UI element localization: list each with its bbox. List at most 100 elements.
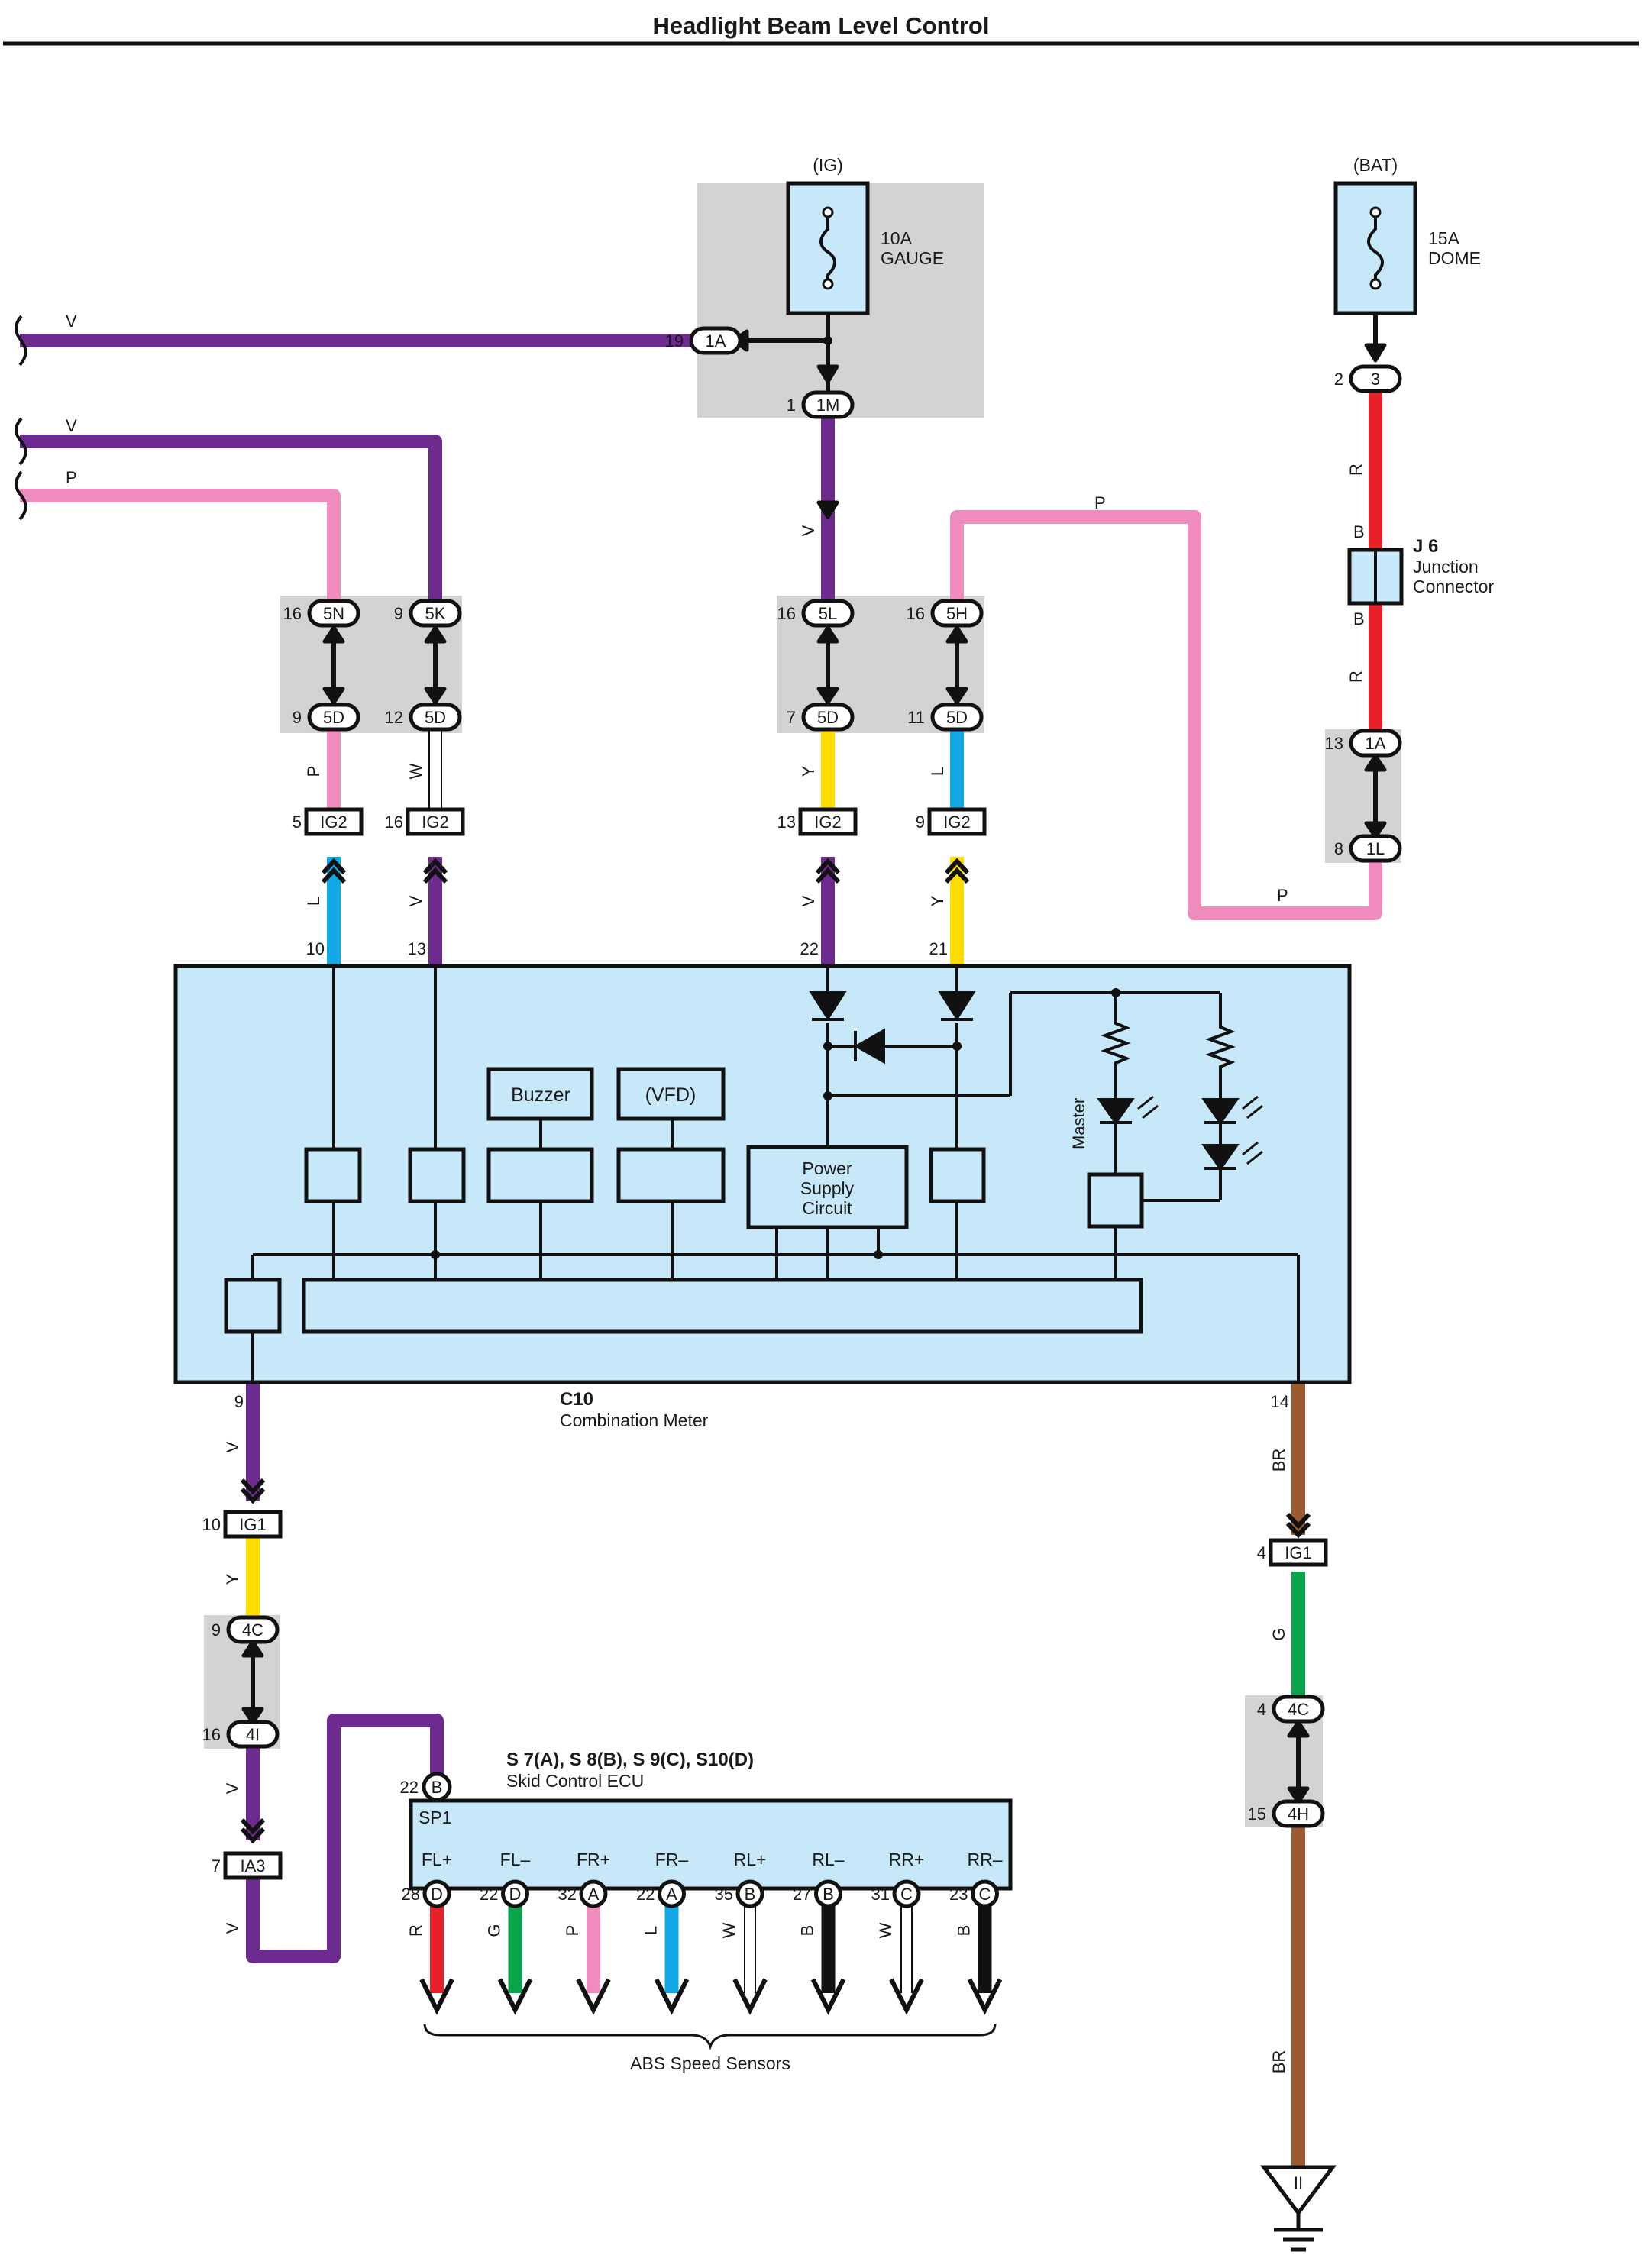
ecu-pin-connector: C: [979, 1885, 991, 1904]
connector-id: 5K: [425, 604, 446, 623]
c10-id: C10: [560, 1389, 593, 1410]
fuse-dome-body: [1333, 181, 1417, 315]
fuse-gauge: [786, 181, 870, 345]
vfd-label: (VFD): [645, 1084, 697, 1106]
connector-id: 5L: [819, 604, 837, 623]
connector-id: 4C: [1288, 1700, 1309, 1719]
ground-symbol: [1260, 2165, 1337, 2252]
meter-pin-14: 14: [1271, 1392, 1289, 1411]
fuse-gauge-name: GAUGE: [881, 248, 944, 268]
wire-break-marks: [15, 315, 27, 521]
wire-label-b-2: B: [1353, 609, 1365, 628]
wire-v-ia3-loop: [246, 1714, 444, 1963]
connector-pin: 13: [777, 813, 796, 832]
ecu-name: Skid Control ECU: [506, 1771, 644, 1791]
ecu-terminal-name: FL+: [422, 1850, 452, 1869]
psu-line1: Power: [802, 1158, 852, 1178]
connector-pin: 16: [385, 813, 403, 832]
ecu-pin-shape: [422, 1879, 451, 1908]
wire-label-r-1: R: [1346, 464, 1366, 476]
ecu-terminal-name: RL+: [734, 1850, 767, 1869]
vfd-block: [616, 1067, 726, 1121]
chevrons: [240, 858, 1311, 1844]
junction-connector-j6: [1347, 548, 1404, 606]
connector-id: 4C: [242, 1620, 263, 1640]
wire-p-5n: [20, 489, 341, 603]
ecu-pin-connector: C: [900, 1885, 913, 1904]
meter-pin-21: 21: [929, 939, 948, 958]
connector-pin: 16: [777, 604, 796, 623]
wire-label-br-1: BR: [1269, 1449, 1288, 1472]
connector-id: 1A: [1366, 734, 1386, 753]
wire-label-r-2: R: [1346, 670, 1366, 683]
static-labels: (IG) (BAT) 10A GAUGE 15A DOME J 6 Juncti…: [66, 155, 1494, 2073]
wire-label-g-1: G: [1269, 1627, 1288, 1640]
sensor-arrow: [576, 1978, 611, 2015]
connector-id: IG1: [1285, 1543, 1311, 1562]
ecu-body: [409, 1798, 1013, 1891]
connector-id: 1M: [816, 396, 840, 415]
connector-c-sp1-b: B22: [400, 1772, 452, 1802]
diagram-title: Headlight Beam Level Control: [653, 12, 990, 39]
connector-pin: 16: [283, 604, 302, 623]
ecu-terminal-name: RL–: [812, 1850, 844, 1869]
combination-meter-c10: [173, 964, 1352, 1384]
connector-id: IG2: [943, 813, 970, 832]
connector-id: 5N: [323, 604, 344, 623]
buzzer-label: Buzzer: [511, 1084, 570, 1106]
fuse-dome-amp: 15A: [1428, 228, 1460, 248]
skid-control-ecu: [409, 1798, 1013, 1891]
fuse-dome: [1333, 181, 1417, 315]
connector-pin: 10: [202, 1515, 221, 1534]
wire-label-p-top: P: [1094, 493, 1106, 512]
wire-label-p-1: P: [66, 468, 77, 487]
wire-label-v-2: V: [66, 416, 77, 435]
meter-resistors: [1101, 1016, 1236, 1073]
connector-id: 4I: [246, 1725, 260, 1744]
connector-pin: 11: [907, 708, 925, 727]
j6-line2: Connector: [1413, 577, 1494, 596]
ecu-wire-color: R: [406, 1924, 425, 1937]
connector-pin: 2: [1334, 370, 1343, 389]
sensor-arrow: [810, 1978, 846, 2015]
ecu-terminal-name: RR–: [967, 1850, 1002, 1869]
ecu-pin-shape: [735, 1879, 764, 1908]
connector-pin: 16: [907, 604, 925, 623]
ground-label: II: [1294, 2173, 1303, 2192]
meter-pin-22: 22: [800, 939, 819, 958]
connector-id: 5D: [817, 708, 839, 727]
fuse-dome-name: DOME: [1428, 248, 1481, 268]
connector-id: 4H: [1288, 1804, 1309, 1824]
sp1-label: SP1: [419, 1808, 451, 1827]
ecu-pin-connector: D: [431, 1885, 443, 1904]
wire-label-y-ig2: Y: [928, 895, 947, 906]
connector-id: 1L: [1366, 839, 1385, 858]
abs-label: ABS Speed Sensors: [630, 2053, 790, 2073]
abs-brace: [423, 2023, 997, 2050]
connector-c-1l: 1L8: [1334, 834, 1402, 863]
meter-pin-13: 13: [408, 939, 426, 958]
ecu-terminal-4: B 35: [715, 1879, 768, 2015]
sensor-arrow: [497, 1978, 533, 2015]
fuse-gauge-amp: 10A: [881, 228, 913, 248]
ecu-terminal-name: FR–: [655, 1850, 689, 1869]
ecu-pin-connector: B: [745, 1885, 756, 1904]
meter-leds: [1097, 1095, 1263, 1171]
wire-label-br-2: BR: [1269, 2050, 1288, 2074]
ecu-id: S 7(A), S 8(B), S 9(C), S10(D): [506, 1749, 754, 1770]
ecu-pin-number: 35: [715, 1885, 733, 1904]
connector-pin: 12: [385, 708, 403, 727]
wire-label-v-ig2: V: [406, 895, 425, 906]
sensor-arrow: [654, 1978, 690, 2015]
connector-pin: 9: [212, 1620, 221, 1640]
connector-pin: 5: [293, 813, 302, 832]
wire-label-y-5d: Y: [799, 765, 818, 777]
